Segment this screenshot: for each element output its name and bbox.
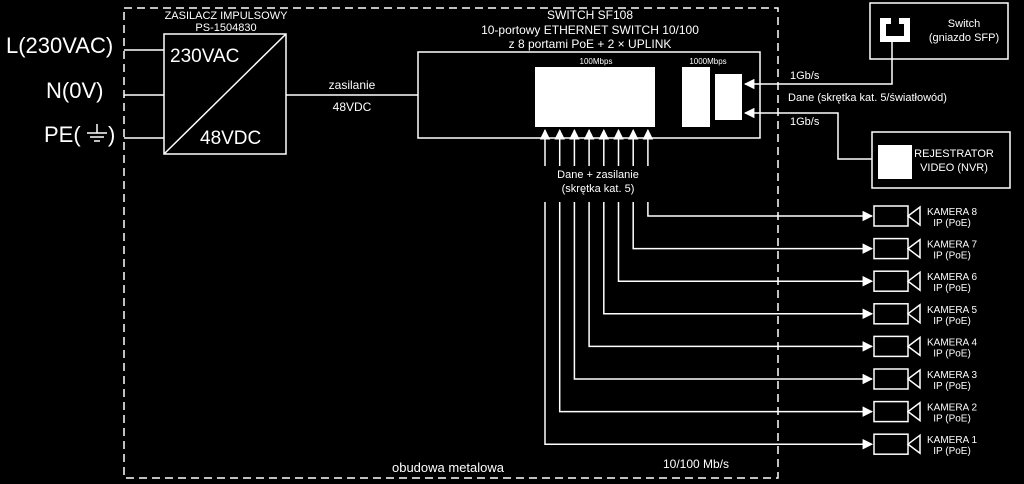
camera-type: IP (PoE) bbox=[933, 218, 971, 229]
psu-box bbox=[163, 33, 287, 155]
ground-close-paren: ) bbox=[108, 122, 115, 147]
camera-type: IP (PoE) bbox=[933, 414, 971, 425]
camera-body-icon bbox=[873, 205, 909, 227]
nvr-box bbox=[871, 131, 1011, 189]
poe-cable-7 bbox=[632, 202, 874, 254]
poe-cable-6 bbox=[617, 202, 874, 287]
camera-body-icon bbox=[873, 335, 909, 358]
camera-type: IP (PoE) bbox=[933, 251, 971, 262]
camera-name: KAMERA 7 bbox=[927, 240, 977, 251]
camera-4: KAMERA 4IP (PoE) bbox=[873, 335, 977, 359]
camera-5: KAMERA 5IP (PoE) bbox=[873, 303, 977, 327]
ports-100-label: 100Mbps bbox=[580, 57, 613, 66]
camera-name: KAMERA 2 bbox=[927, 403, 977, 414]
switch-ports-desc: z 8 portami PoE + 2 × UPLINK bbox=[509, 37, 672, 51]
camera-name: KAMERA 5 bbox=[927, 305, 977, 316]
nvr-icon bbox=[878, 145, 912, 179]
uplink-nvr-line bbox=[743, 107, 872, 160]
camera-body-icon bbox=[873, 270, 909, 292]
camera-type: IP (PoE) bbox=[933, 446, 971, 457]
psu-output-voltage: 48VDC bbox=[200, 128, 261, 149]
poe-cable-4 bbox=[588, 202, 874, 352]
psu-model: PS-1504830 bbox=[195, 22, 256, 34]
switch-title: SWITCH SF108 bbox=[547, 8, 633, 22]
input-l-label: L(230VAC) bbox=[6, 33, 113, 58]
enclosure-outline bbox=[123, 7, 779, 479]
poe-label: Dane + zasilanie bbox=[557, 169, 639, 181]
camera-type: IP (PoE) bbox=[933, 283, 971, 294]
ports-100-block bbox=[535, 67, 655, 127]
uplink-data-label: Dane (skrętka kat. 5/światłowód) bbox=[788, 92, 947, 104]
camera-1: KAMERA 1IP (PoE) bbox=[873, 433, 977, 457]
sfp-port-latch bbox=[891, 18, 899, 24]
uplink-sfp-line bbox=[743, 42, 893, 90]
camera-3: KAMERA 3IP (PoE) bbox=[873, 368, 977, 392]
sfp-switch-label: Switch bbox=[948, 18, 980, 30]
poe-cable-8 bbox=[647, 202, 874, 222]
camera-lens-icon bbox=[906, 335, 921, 357]
input-pe-label: PE( bbox=[44, 122, 81, 147]
camera-2: KAMERA 2IP (PoE) bbox=[873, 400, 977, 425]
camera-body-icon bbox=[873, 368, 909, 390]
sfp-switch-sublabel: (gniazdo SFP) bbox=[929, 32, 999, 44]
poe-cable-3 bbox=[573, 202, 874, 385]
nvr-sublabel: VIDEO (NVR) bbox=[920, 162, 988, 174]
camera-6: KAMERA 6IP (PoE) bbox=[873, 270, 977, 294]
camera-name: KAMERA 6 bbox=[927, 272, 977, 283]
ground-icon bbox=[87, 124, 107, 142]
camera-body-icon bbox=[873, 237, 909, 260]
camera-name: KAMERA 1 bbox=[927, 435, 977, 446]
poe-cable-2 bbox=[558, 202, 874, 417]
camera-lens-icon bbox=[906, 401, 921, 423]
sfp-port-slot bbox=[886, 24, 904, 36]
uplink-port-1 bbox=[682, 67, 710, 127]
power-line-label: zasilanie bbox=[329, 78, 376, 92]
poe-cable-5 bbox=[603, 202, 874, 320]
psu-title: ZASILACZ IMPULSOWY bbox=[165, 10, 289, 22]
nvr-label: REJESTRATOR bbox=[914, 148, 994, 160]
input-n-label: N(0V) bbox=[46, 78, 103, 103]
camera-8: KAMERA 8IP (PoE) bbox=[873, 205, 977, 229]
poe-sublabel: (skrętka kat. 5) bbox=[562, 183, 635, 195]
switch-subtitle: 10-portowy ETHERNET SWITCH 10/100 bbox=[481, 23, 699, 37]
camera-lens-icon bbox=[906, 238, 921, 260]
poe-cable-1 bbox=[544, 202, 874, 450]
camera-type: IP (PoE) bbox=[933, 381, 971, 392]
psu-diagonal bbox=[163, 33, 287, 155]
camera-7: KAMERA 7IP (PoE) bbox=[873, 237, 977, 262]
speed-label: 10/100 Mb/s bbox=[663, 457, 729, 471]
camera-body-icon bbox=[873, 433, 909, 455]
camera-body-icon bbox=[873, 303, 909, 325]
sfp-switch-box bbox=[869, 2, 1009, 60]
camera-lens-icon bbox=[906, 205, 921, 227]
camera-lens-icon bbox=[906, 303, 921, 325]
camera-name: KAMERA 8 bbox=[927, 207, 977, 218]
camera-type: IP (PoE) bbox=[933, 348, 971, 359]
camera-name: KAMERA 3 bbox=[927, 370, 977, 381]
camera-lens-icon bbox=[906, 270, 921, 292]
camera-lens-icon bbox=[906, 433, 921, 455]
psu-input-voltage: 230VAC bbox=[170, 46, 239, 67]
ports-1000-label: 1000Mbps bbox=[689, 57, 726, 66]
enclosure-label: obudowa metalowa bbox=[392, 460, 505, 475]
camera-lens-icon bbox=[906, 368, 921, 390]
camera-name: KAMERA 4 bbox=[927, 337, 977, 348]
uplink-port-2 bbox=[715, 74, 742, 120]
uplink-sfp-speed: 1Gb/s bbox=[790, 70, 820, 82]
uplink-nvr-speed: 1Gb/s bbox=[790, 116, 820, 128]
camera-type: IP (PoE) bbox=[933, 316, 971, 327]
power-line-voltage: 48VDC bbox=[333, 100, 372, 114]
camera-body-icon bbox=[873, 400, 909, 423]
